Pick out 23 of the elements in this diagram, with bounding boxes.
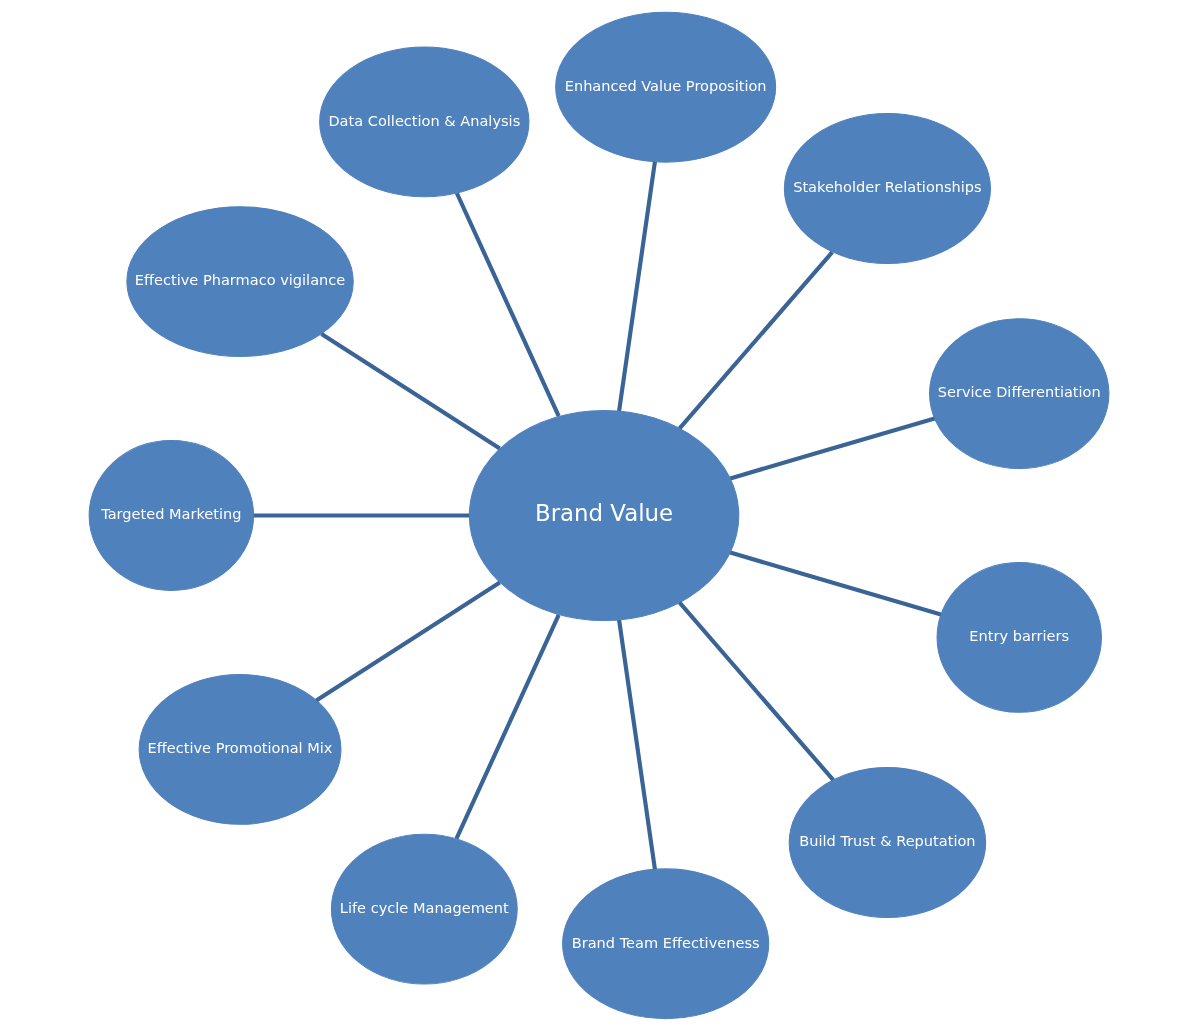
node-ellipse: Brand Value — [468, 409, 739, 622]
connector — [319, 332, 501, 451]
node-ellipse: Data Collection & Analysis — [318, 46, 529, 198]
connector — [454, 613, 561, 840]
node-ellipse: Build Trust & Reputation — [788, 767, 986, 918]
node-ellipse: Effective Promotional Mix — [138, 674, 341, 825]
node-ellipse: Stakeholder Relationships — [783, 113, 991, 264]
connector — [454, 192, 561, 418]
node-ellipse: Service Differentiation — [928, 318, 1109, 469]
connector — [616, 161, 657, 412]
connector — [729, 550, 941, 617]
connector — [616, 619, 657, 870]
connector — [677, 250, 834, 430]
connector — [729, 416, 935, 481]
node-circle: Entry barriers — [936, 561, 1102, 713]
node-ellipse: Enhanced Value Proposition — [554, 11, 776, 163]
connector — [314, 580, 501, 703]
connector — [253, 513, 469, 518]
node-ellipse: Effective Pharmaco vigilance — [125, 206, 354, 357]
connector — [677, 601, 835, 782]
node-circle: Targeted Marketing — [88, 440, 254, 591]
node-ellipse: Brand Team Effectiveness — [561, 868, 769, 1020]
node-ellipse: Life cycle Management — [330, 833, 518, 985]
